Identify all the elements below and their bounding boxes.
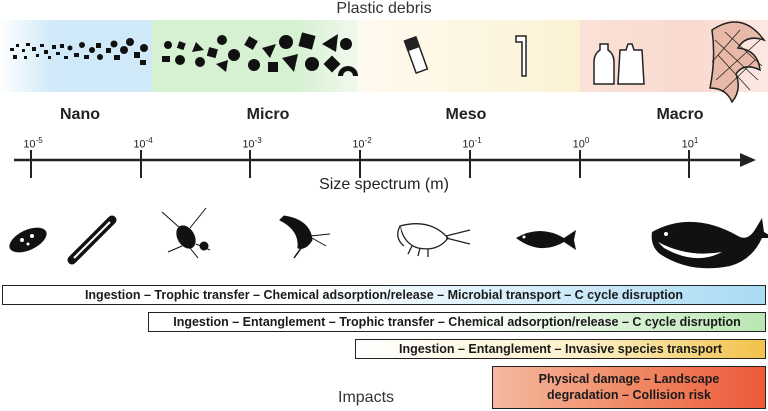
micro-particles bbox=[162, 32, 358, 76]
nano-particles bbox=[10, 38, 148, 65]
copepod-icon bbox=[161, 207, 211, 259]
category-nano: Nano bbox=[60, 106, 100, 123]
bacterium-icon bbox=[9, 227, 47, 253]
impact-bar-macro-line1: Physical damage – Landscape bbox=[538, 372, 720, 386]
impacts-title: Impacts bbox=[338, 389, 395, 406]
impact-bar-micro: Ingestion – Entanglement – Trophic trans… bbox=[148, 312, 766, 332]
tick-label: 100 bbox=[572, 136, 590, 151]
diatom-icon bbox=[67, 215, 117, 265]
impact-bar-macro: Physical damage – Landscape degradation … bbox=[492, 366, 766, 409]
whale-icon bbox=[651, 218, 768, 269]
micro-band bbox=[152, 20, 358, 92]
tick-label: 10-4 bbox=[133, 136, 153, 151]
macro-items bbox=[593, 21, 766, 104]
tick-label: 10-1 bbox=[462, 136, 482, 151]
impact-bar-macro-line2: degradation – Collision risk bbox=[547, 388, 711, 402]
meso-items bbox=[403, 35, 527, 77]
plastic-debris-title: Plastic debris bbox=[336, 0, 432, 17]
category-micro: Micro bbox=[246, 106, 290, 123]
tick-label: 10-2 bbox=[352, 136, 372, 151]
tick-label: 10-5 bbox=[23, 136, 43, 151]
shrimp-icon bbox=[397, 223, 471, 257]
tick-label: 101 bbox=[681, 136, 699, 151]
category-meso: Meso bbox=[445, 106, 487, 123]
krill-icon bbox=[279, 215, 331, 259]
meso-band bbox=[358, 20, 580, 92]
axis-title: Size spectrum (m) bbox=[319, 176, 449, 193]
category-macro: Macro bbox=[656, 106, 704, 123]
impact-bar-nano: Ingestion – Trophic transfer – Chemical … bbox=[2, 285, 766, 305]
size-axis bbox=[14, 150, 756, 178]
tick-label: 10-3 bbox=[242, 136, 262, 151]
impact-bar-meso: Ingestion – Entanglement – Invasive spec… bbox=[355, 339, 766, 359]
fish-icon bbox=[516, 230, 576, 250]
